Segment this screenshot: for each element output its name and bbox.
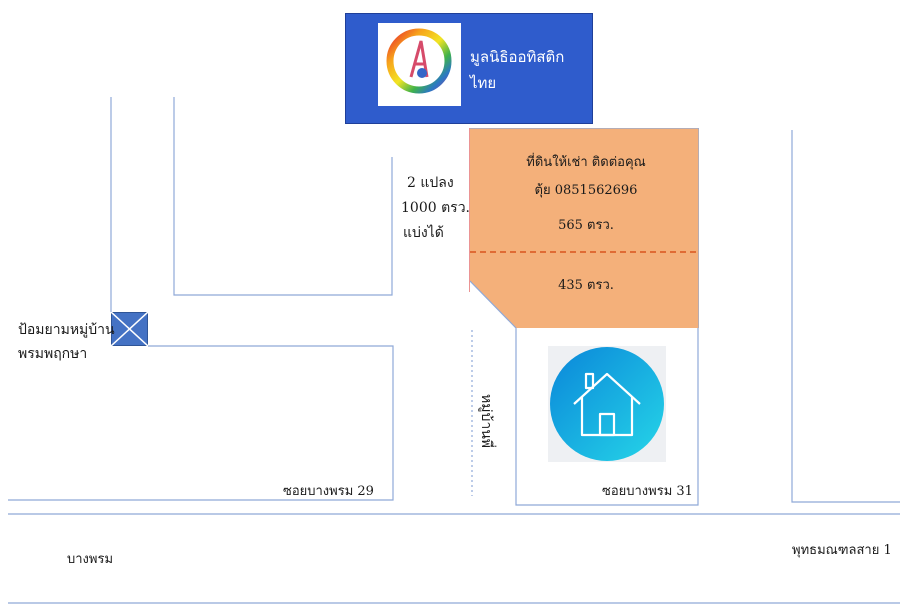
plot-shape (470, 128, 699, 328)
plot-area-bottom: 435 ตรว. (558, 278, 614, 293)
lane-name: หมู่บ้านพี่ (478, 393, 494, 448)
plots-note-line3: แบ่งได้ (403, 225, 444, 241)
foundation-name: มูลนิธิออทิสติกไทย (470, 48, 565, 92)
soi-31-label: ซอยบางพรม 31 (602, 484, 693, 499)
house-icon (548, 346, 666, 462)
soi-29-label: ซอยบางพรม 29 (283, 484, 374, 499)
land-offer-line1: ที่ดินให้เช่า ติดต่อคุณ (526, 155, 646, 170)
plots-note-line2: 1000 ตรว. (401, 200, 471, 216)
plot-area-top: 565 ตรว. (558, 218, 614, 233)
side-road-label: พุทธมณฑลสาย 1 (792, 543, 892, 558)
land-plot (470, 128, 699, 328)
guard-post-line2: พรมพฤกษา (18, 346, 88, 362)
plots-note-line1: 2 แปลง (407, 175, 454, 191)
main-road-label: บางพรม (67, 552, 114, 567)
foundation-logo-icon (378, 23, 461, 106)
guard-post-icon (110, 311, 149, 347)
guard-post-line1: ป้อมยามหมู่บ้าน (18, 322, 115, 338)
land-offer-phone: ตุ้ย 0851562696 (534, 183, 638, 198)
